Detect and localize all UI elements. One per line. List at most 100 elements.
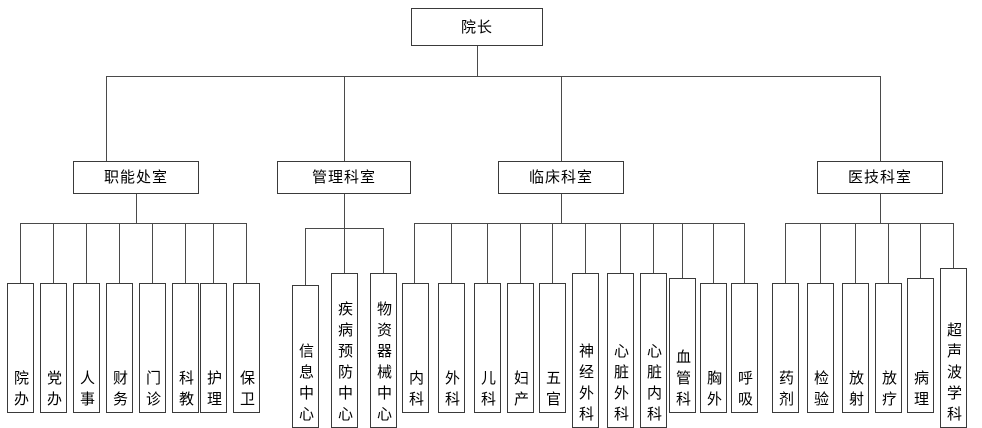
leaf-label: 药剂	[777, 370, 795, 412]
node-branch-1[interactable]: 职能处室	[73, 161, 199, 194]
connector-branch-4-leaf-drop-2	[820, 223, 821, 283]
connector-branch-3-leaf-drop-7	[620, 223, 621, 273]
connector-branch-4-bus	[785, 223, 953, 224]
leaf-node-waike[interactable]: 外科	[438, 283, 465, 413]
leaf-node-erke[interactable]: 儿科	[474, 283, 501, 413]
connector-branch-1-leaf-drop-2	[53, 223, 54, 283]
leaf-node-neike[interactable]: 内科	[402, 283, 429, 413]
leaf-label: 保卫	[238, 370, 256, 412]
leaf-node-caiwu[interactable]: 财务	[106, 283, 133, 413]
connector-branch-2-stem	[344, 194, 345, 228]
connector-drop-branch-2	[344, 76, 345, 161]
connector-branch-2-leaf-drop-1	[305, 228, 306, 285]
node-branch-3-label: 临床科室	[528, 168, 593, 187]
leaf-node-yaoji[interactable]: 药剂	[772, 283, 799, 413]
leaf-node-huli[interactable]: 护理	[200, 283, 227, 413]
connector-main-bus	[106, 76, 881, 77]
leaf-node-baowei[interactable]: 保卫	[233, 283, 260, 413]
connector-branch-3-leaf-drop-1	[414, 223, 415, 283]
node-branch-3[interactable]: 临床科室	[498, 161, 624, 194]
leaf-label: 党办	[45, 370, 63, 412]
connector-branch-4-leaf-drop-5	[920, 223, 921, 278]
connector-branch-1-leaf-drop-6	[185, 223, 186, 283]
connector-drop-branch-1	[106, 76, 107, 161]
connector-drop-branch-4	[880, 76, 881, 161]
node-root[interactable]: 院长	[411, 8, 543, 46]
connector-branch-3-leaf-drop-3	[487, 223, 488, 283]
leaf-node-xinxi-zhongxin[interactable]: 信息中心	[292, 285, 319, 428]
leaf-label: 科教	[177, 370, 195, 412]
connector-branch-3-leaf-drop-10	[713, 223, 714, 283]
leaf-node-fangliao[interactable]: 放疗	[875, 283, 902, 413]
leaf-node-jibing-yufang-zhongxin[interactable]: 疾病预防中心	[331, 273, 358, 428]
connector-branch-4-leaf-drop-6	[953, 223, 954, 268]
node-root-label: 院长	[460, 17, 493, 36]
leaf-node-fuchan[interactable]: 妇产	[507, 283, 534, 413]
leaf-node-xueguanke[interactable]: 血管科	[669, 278, 696, 413]
node-branch-2-label: 管理科室	[311, 168, 376, 187]
connector-branch-1-leaf-drop-1	[20, 223, 21, 283]
connector-branch-3-leaf-drop-11	[744, 223, 745, 283]
leaf-node-xiongwai[interactable]: 胸外	[700, 283, 727, 413]
leaf-node-fangshe[interactable]: 放射	[842, 283, 869, 413]
leaf-label: 儿科	[479, 370, 497, 412]
leaf-node-xinzang-neike[interactable]: 心脏内科	[640, 273, 667, 428]
connector-branch-1-leaf-drop-3	[86, 223, 87, 283]
leaf-label: 胸外	[705, 370, 723, 412]
node-branch-2[interactable]: 管理科室	[277, 161, 411, 194]
leaf-label: 内科	[407, 370, 425, 412]
leaf-label: 神经外科	[577, 343, 595, 427]
connector-branch-3-bus	[414, 223, 744, 224]
connector-branch-4-stem	[880, 194, 881, 223]
connector-branch-1-leaf-drop-8	[246, 223, 247, 283]
connector-branch-1-leaf-drop-5	[152, 223, 153, 283]
leaf-node-bingli[interactable]: 病理	[907, 278, 934, 413]
connector-branch-1-leaf-drop-7	[213, 223, 214, 283]
connector-branch-3-leaf-drop-5	[552, 223, 553, 283]
leaf-node-jianyan[interactable]: 检验	[807, 283, 834, 413]
leaf-label: 外科	[443, 370, 461, 412]
connector-branch-4-leaf-drop-4	[888, 223, 889, 283]
leaf-label: 检验	[812, 370, 830, 412]
leaf-node-dangban[interactable]: 党办	[40, 283, 67, 413]
connector-branch-2-leaf-drop-3	[383, 228, 384, 273]
leaf-label: 心脏外科	[612, 343, 630, 427]
leaf-label: 门诊	[144, 370, 162, 412]
leaf-node-yuanban[interactable]: 院办	[7, 283, 34, 413]
connector-branch-3-leaf-drop-2	[451, 223, 452, 283]
connector-drop-branch-3	[561, 76, 562, 161]
leaf-node-huxi[interactable]: 呼吸	[731, 283, 758, 413]
leaf-node-shenjing-waike[interactable]: 神经外科	[572, 273, 599, 428]
leaf-label: 放疗	[880, 370, 898, 412]
connector-branch-3-leaf-drop-8	[653, 223, 654, 273]
leaf-node-menzhen[interactable]: 门诊	[139, 283, 166, 413]
leaf-label: 财务	[111, 370, 129, 412]
leaf-label: 心脏内科	[645, 343, 663, 427]
connector-branch-3-leaf-drop-4	[520, 223, 521, 283]
leaf-node-renshi[interactable]: 人事	[73, 283, 100, 413]
connector-branch-3-leaf-drop-9	[682, 223, 683, 278]
leaf-label: 疾病预防中心	[336, 301, 354, 427]
leaf-label: 超声波学科	[945, 322, 963, 427]
connector-branch-1-leaf-drop-4	[119, 223, 120, 283]
leaf-label: 人事	[78, 370, 96, 412]
leaf-label: 院办	[12, 370, 30, 412]
node-branch-1-label: 职能处室	[103, 168, 168, 187]
leaf-label: 病理	[912, 370, 930, 412]
leaf-node-chaoshengbo-xueke[interactable]: 超声波学科	[940, 268, 967, 428]
leaf-node-wuguan[interactable]: 五官	[539, 283, 566, 413]
leaf-label: 信息中心	[297, 343, 315, 427]
connector-branch-1-stem	[136, 194, 137, 223]
leaf-label: 妇产	[512, 370, 530, 412]
connector-root-stem	[477, 46, 478, 76]
leaf-label: 护理	[205, 370, 223, 412]
leaf-node-wuzi-qixie-zhongxin[interactable]: 物资器械中心	[370, 273, 397, 428]
leaf-node-kejiao[interactable]: 科教	[172, 283, 199, 413]
connector-branch-4-leaf-drop-3	[855, 223, 856, 283]
leaf-node-xinzang-waike[interactable]: 心脏外科	[607, 273, 634, 428]
leaf-label: 血管科	[674, 349, 692, 412]
node-branch-4[interactable]: 医技科室	[817, 161, 943, 194]
connector-branch-2-leaf-drop-2	[344, 228, 345, 273]
connector-branch-3-leaf-drop-6	[585, 223, 586, 273]
